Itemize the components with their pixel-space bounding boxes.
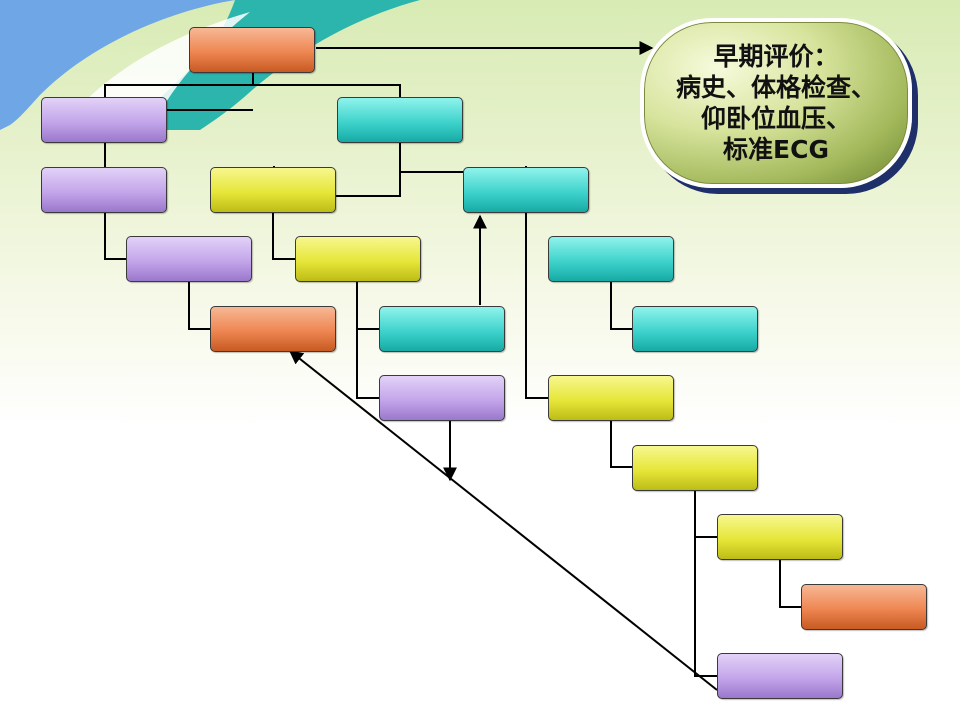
connector-l3b-l4b [356,282,379,330]
connector-l2mid-l3b [272,213,295,260]
node-l2-right [463,167,589,213]
connector-l5b-l6 [610,421,632,468]
connector-l3a-l4a [188,282,210,330]
node-l8 [801,584,927,630]
swoosh-blue [0,0,235,130]
connector-l3b-l5a [356,329,379,399]
callout-line-3: 仰卧位血压、 [700,104,851,133]
node-l1-right [337,97,463,143]
node-l6 [632,445,758,491]
node-l9 [717,653,843,699]
node-l4-a [210,306,336,352]
connector-l3c-l4c [610,282,632,330]
callout-line-4: 标准ECG [723,135,829,164]
arrow-l9-to-l4a [288,350,718,691]
node-l2-mid [210,167,336,213]
node-l2-left [41,167,167,213]
node-l7 [717,514,843,560]
node-l5-b [548,375,674,421]
callout-line-1: 早期评价： [713,42,839,71]
callout-line-2: 病史、体格检查、 [675,73,876,102]
node-l1-left [41,97,167,143]
node-root [189,27,315,73]
connector-root-branches [104,73,254,97]
connector-l7-l8 [779,560,801,608]
node-l3-c [548,236,674,282]
connector-l6-l7 [694,490,717,538]
connector-l2right-l5b [525,213,548,399]
node-l4-b [379,306,505,352]
node-l4-c [632,306,758,352]
node-l5-a [379,375,505,421]
node-l3-a [126,236,252,282]
early-assessment-callout: 早期评价： 病史、体格检查、 仰卧位血压、 标准ECG [640,18,912,188]
connector-l6-l9 [694,537,717,677]
node-l3-b [295,236,421,282]
connector-root-right [253,84,401,97]
connector-l2left-l3a [104,213,126,260]
